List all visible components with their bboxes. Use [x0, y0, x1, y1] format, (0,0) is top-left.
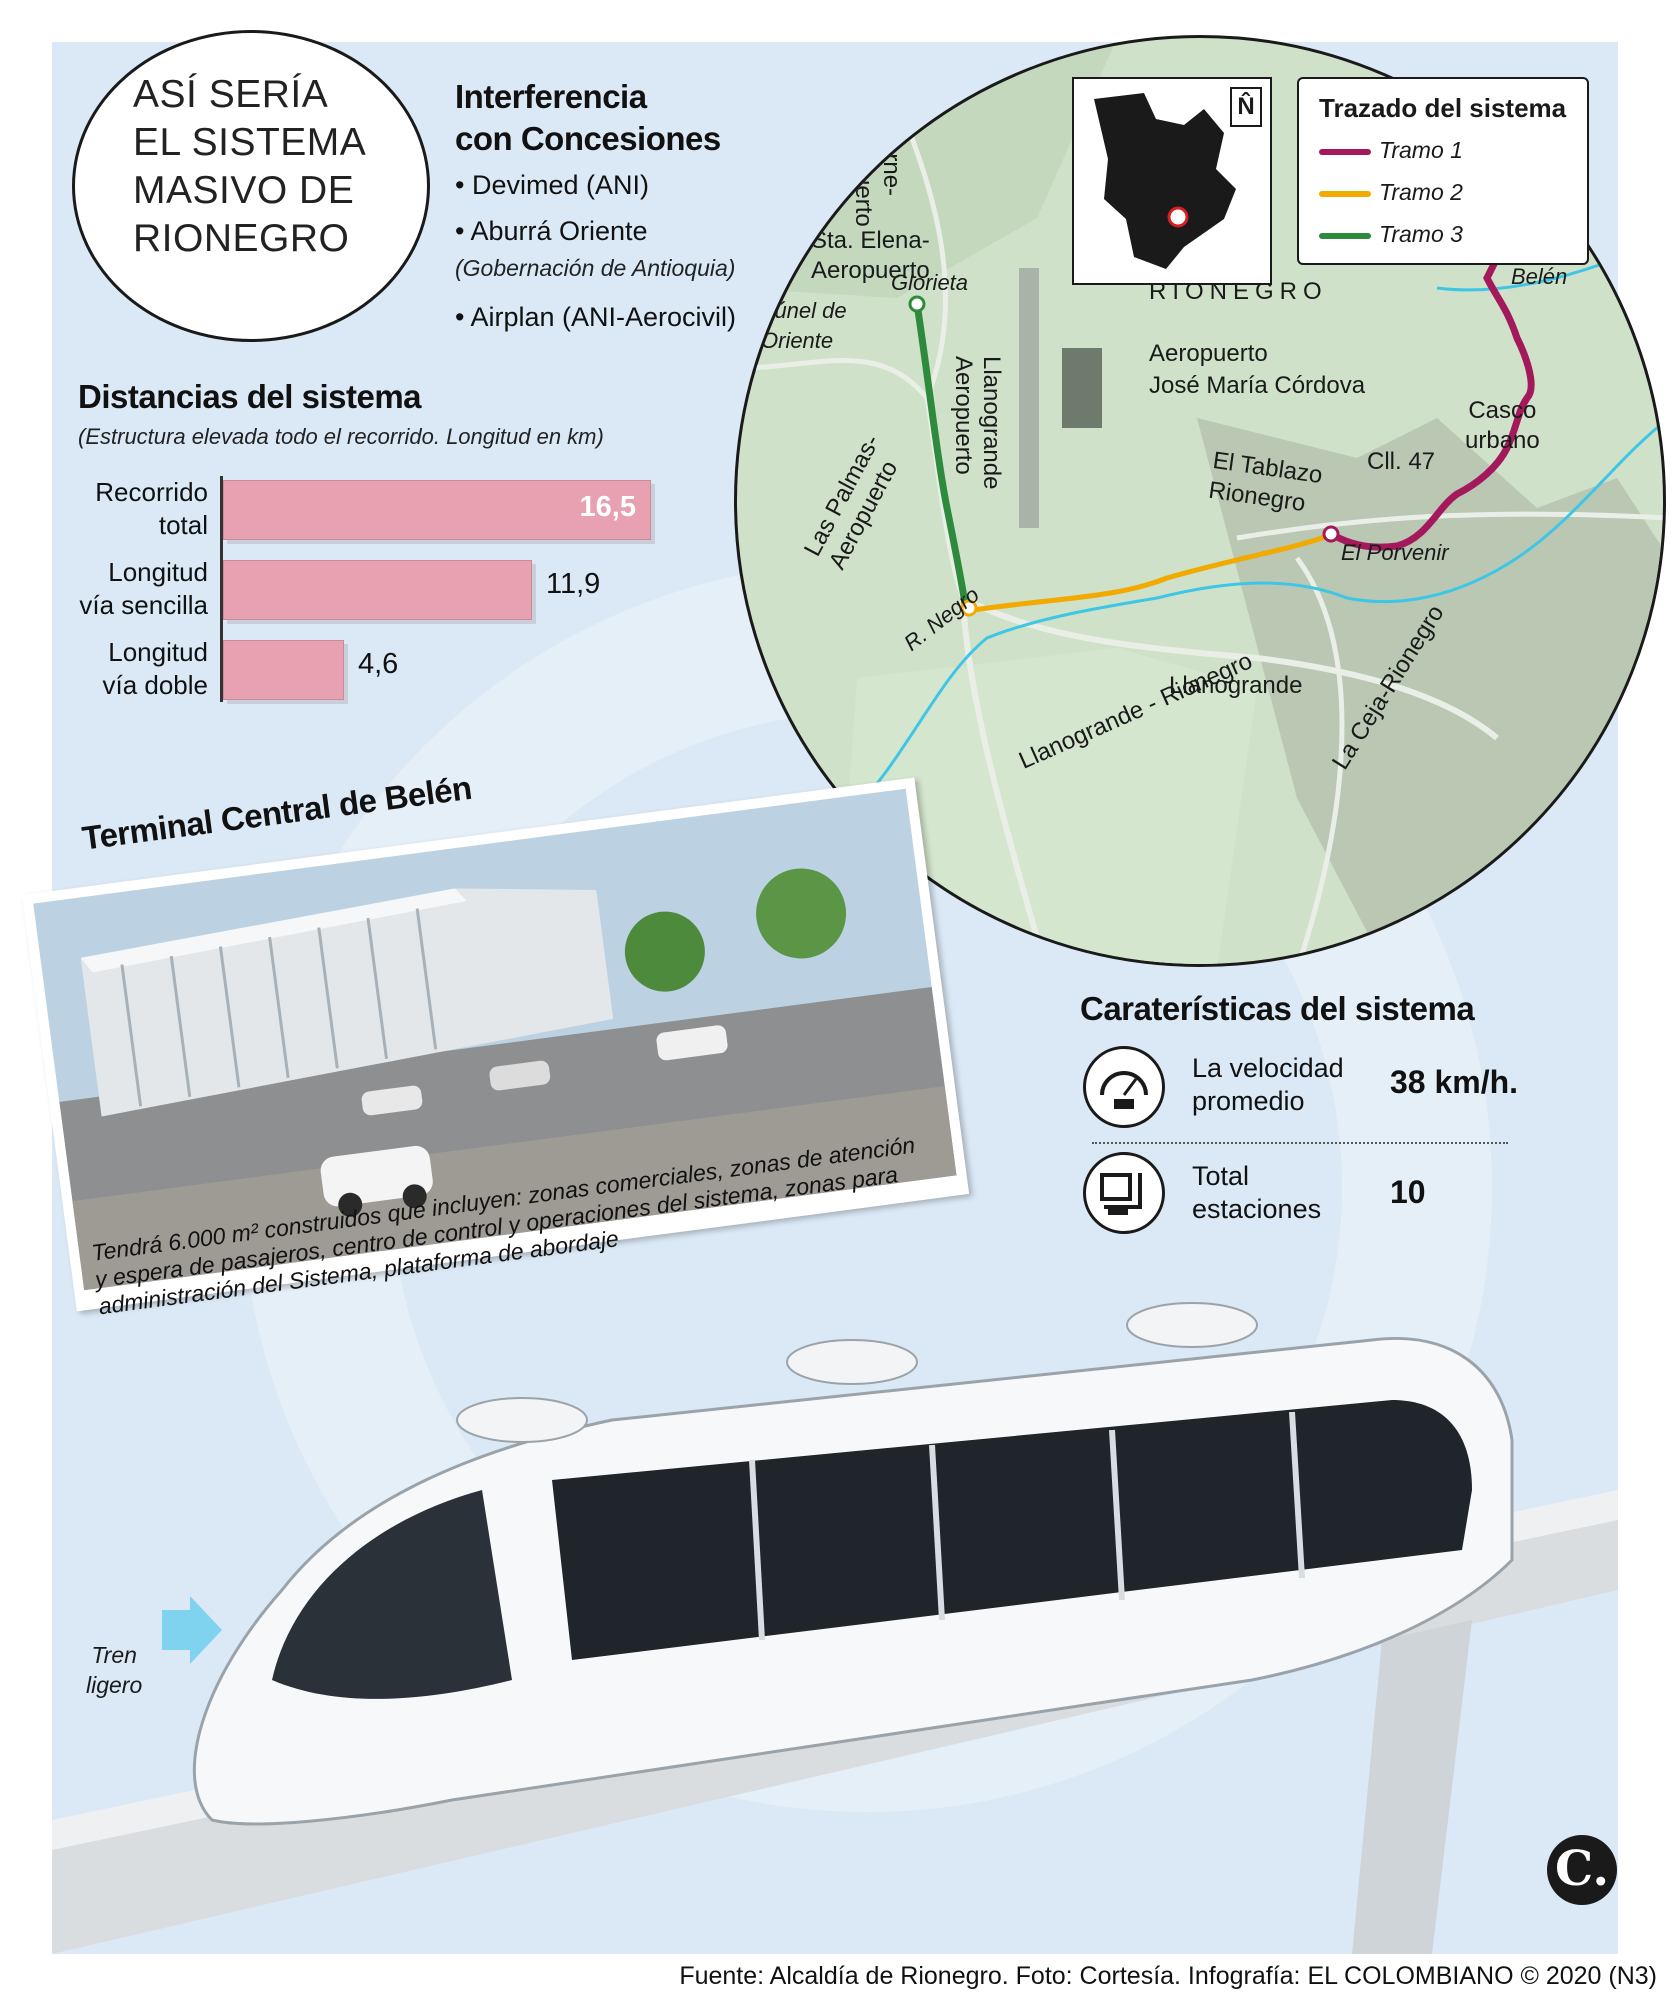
antioquia-silhouette: [1094, 93, 1236, 269]
label-line: José María Córdova: [1149, 372, 1366, 399]
interference-heading: Interferencia con Concesiones: [455, 76, 721, 160]
label-line: Aeropuerto: [811, 257, 930, 284]
locator-inset: N̂: [1072, 77, 1272, 285]
map-label-cll47: Cll. 47: [1367, 448, 1436, 475]
map-label-belen: Belén: [1511, 264, 1568, 289]
map-label-tunel: Túnel de Oriente: [761, 296, 847, 356]
bar-total: 16,5: [223, 480, 651, 540]
interference-item: • Aburrá Oriente: [455, 216, 648, 246]
map-graphic: [737, 38, 1663, 964]
title-line: MASIVO DE: [133, 169, 355, 212]
heading-line: Interferencia: [455, 78, 647, 115]
map-label-porvenir: El Porvenir: [1341, 540, 1449, 565]
label-line: Aeropuerto: [850, 108, 877, 227]
distances-heading: Distancias del sistema: [78, 378, 422, 415]
title-line: ASÍ SERÍA: [133, 73, 329, 116]
label-line: promedio: [1192, 1086, 1305, 1116]
bar-single-track: [223, 560, 532, 620]
legend-item: Tramo 1: [1319, 137, 1463, 164]
title-circle: ASÍ SERÍA EL SISTEMA MASIVO DE RIONEGRO: [72, 30, 430, 342]
page-title: ASÍ SERÍA EL SISTEMA MASIVO DE RIONEGRO: [133, 71, 366, 263]
route-legend: Trazado del sistema Tramo 1 Tramo 2 Tram…: [1297, 77, 1589, 265]
legend-label: Tramo 2: [1379, 179, 1463, 205]
stations-label: Total estaciones: [1192, 1160, 1321, 1226]
train-illustration: [52, 1302, 1618, 1954]
north-arrow-icon: N̂: [1230, 87, 1262, 127]
label-line: Casco: [1468, 397, 1537, 424]
distances-subtitle: (Estructura elevada todo el recorrido. L…: [78, 424, 604, 449]
speed-value: 38 km/h.: [1390, 1064, 1519, 1100]
label-line: ligero: [86, 1672, 143, 1698]
label-line: Aeropuerto: [950, 356, 977, 475]
map-label-st-elena: Sta. Elena- Aeropuerto: [811, 226, 930, 286]
terminal-photo: [33, 788, 957, 1291]
interference-note: (Gobernación de Antioquia): [455, 255, 736, 281]
label-line: Aeropuerto: [1149, 340, 1268, 367]
label-line: Tren: [91, 1642, 137, 1668]
label-line: Guarne-: [878, 108, 905, 197]
features-heading: Caraterísticas del sistema: [1080, 990, 1475, 1027]
legend-swatch: [1319, 148, 1371, 155]
bar-label-line: vía doble: [102, 670, 208, 700]
label-line: urbano: [1465, 427, 1540, 454]
label-line: Oriente: [761, 328, 834, 353]
legend-label: Tramo 1: [1379, 137, 1463, 163]
label-line: La velocidad: [1192, 1053, 1344, 1083]
bar-label: Longitud vía sencilla: [52, 556, 208, 622]
heading-line: con Concesiones: [455, 120, 721, 157]
bar-label: Recorrido total: [52, 476, 208, 542]
features-divider: [1092, 1142, 1508, 1144]
el-colombiano-logo: C.: [1547, 1835, 1617, 1905]
label-line: Llanogrande: [978, 356, 1005, 490]
map-label-casco: Casco urbano: [1465, 396, 1540, 456]
label-line: Túnel de: [761, 298, 847, 323]
bar-value: 16,5: [579, 491, 636, 523]
bar-label-line: vía sencilla: [79, 590, 208, 620]
map-airport-label: Aeropuerto José María Córdova: [1149, 338, 1365, 402]
station-icon: [1083, 1152, 1165, 1234]
interference-item: • Devimed (ANI): [455, 170, 649, 200]
item-text: Airplan (ANI-Aerocivil): [470, 302, 737, 332]
item-text: Aburrá Oriente: [470, 216, 648, 246]
speed-label: La velocidad promedio: [1192, 1052, 1344, 1118]
speedometer-icon: [1083, 1046, 1165, 1128]
map-label-llanogrande-aero: Llanogrande Aeropuerto: [949, 356, 1005, 489]
interference-item: • Airplan (ANI-Aerocivil): [455, 302, 737, 332]
title-line: EL SISTEMA: [133, 121, 367, 164]
bar-double-track: [223, 640, 344, 700]
source-credit: Fuente: Alcaldía de Rionegro. Foto: Cort…: [679, 1962, 1657, 1990]
bar-value: 11,9: [546, 568, 601, 600]
stations-value: 10: [1390, 1174, 1426, 1210]
bar-label: Longitud vía doble: [52, 636, 208, 702]
map-label-llanogrande: Llanogrande: [1169, 672, 1303, 699]
bar-value: 4,6: [358, 648, 399, 680]
label-line: Sta. Elena-: [811, 227, 930, 254]
legend-item: Tramo 2: [1319, 179, 1463, 206]
map-label-glorieta: Glorieta: [891, 270, 969, 295]
bar-label-line: total: [158, 510, 208, 540]
legend-title: Trazado del sistema: [1319, 93, 1567, 123]
speedometer-glyph: [1100, 1071, 1148, 1109]
legend-item: Tramo 3: [1319, 221, 1463, 248]
map-label-guarne: Guarne- Aeropuerto: [849, 108, 905, 227]
bar-label-line: Recorrido: [95, 477, 208, 507]
label-line: estaciones: [1192, 1194, 1322, 1224]
train-label: Tren ligero: [86, 1640, 142, 1700]
legend-swatch: [1319, 232, 1371, 239]
legend-label: Tramo 3: [1379, 221, 1463, 247]
item-text: Devimed (ANI): [471, 170, 649, 200]
terminal-photo-frame: [22, 777, 970, 1312]
station-glyph: [1100, 1173, 1142, 1215]
title-line: RIONEGRO: [133, 217, 350, 260]
terminal-rendering: [33, 788, 957, 1291]
bar-axis: [220, 476, 223, 702]
bar-label-line: Longitud: [108, 637, 208, 667]
legend-swatch: [1319, 190, 1371, 197]
bar-label-line: Longitud: [108, 557, 208, 587]
label-line: Total: [1192, 1161, 1250, 1191]
